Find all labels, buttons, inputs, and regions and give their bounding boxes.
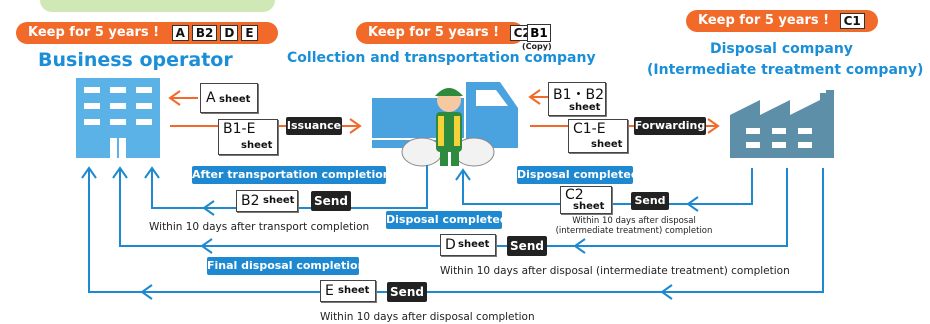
- forwarding-label: Forwarding: [634, 117, 706, 135]
- send-label-b2: Send: [311, 191, 351, 211]
- sheet-main: C2: [565, 187, 584, 203]
- sheet-b2: B2 sheet: [236, 190, 298, 212]
- sheet-sub: sheet: [458, 239, 490, 250]
- keep-box: E: [241, 24, 258, 41]
- note-b2: Within 10 days after transport completio…: [149, 221, 370, 233]
- note-c2-line2: (intermediate treatment) completion: [555, 226, 713, 236]
- sheet-main: D: [445, 237, 456, 253]
- operator-title: Business operator: [38, 49, 233, 71]
- event-disposal-completed-d: Disposal completed: [386, 211, 508, 229]
- keep-text: Keep for 5 years !: [698, 13, 830, 28]
- note-d: Within 10 days after disposal (intermedi…: [440, 265, 790, 277]
- keep-text: Keep for 5 years !: [368, 25, 500, 40]
- send-label-d: Send: [507, 236, 547, 256]
- sheet-sub: sheet: [569, 102, 601, 113]
- keep-box: A: [171, 24, 189, 41]
- send-label-c2: Send: [631, 192, 669, 210]
- keep-box: C1: [839, 12, 865, 29]
- sheet-main: B1・B2: [553, 87, 605, 103]
- sheet-main: E: [325, 283, 334, 299]
- keep-box: D: [220, 24, 239, 41]
- keep-label-disposal: Keep for 5 years ! C1: [686, 10, 878, 32]
- sheet-e: E sheet: [320, 280, 376, 302]
- event-disposal-completed-c2: Disposal completed: [517, 166, 639, 184]
- sheet-d: D sheet: [440, 234, 496, 256]
- event-final-disposal: Final disposal completion: [207, 257, 365, 275]
- keep-box-copy: B1: [527, 24, 551, 42]
- note-c2-line1: Within 10 days after disposal: [572, 216, 696, 226]
- sheet-b1e: B1-E sheet: [218, 119, 278, 155]
- collector-title: Collection and transportation company: [287, 50, 596, 66]
- header-tab: [40, 0, 275, 12]
- keep-text: Keep for 5 years !: [28, 25, 160, 40]
- keep-box: B2: [191, 24, 218, 41]
- sheet-c1e: C1-E sheet: [568, 119, 628, 153]
- sheet-c2: C2 sheet: [560, 186, 612, 214]
- sheet-sub: sheet: [219, 94, 251, 105]
- sheet-main: B1-E: [223, 121, 256, 137]
- sheet-sub: sheet: [338, 285, 370, 296]
- sheet-sub: sheet: [573, 201, 605, 212]
- sheet-sub: sheet: [241, 140, 273, 151]
- sheet-main: B2: [241, 193, 260, 209]
- send-label-e: Send: [387, 282, 427, 302]
- sheet-b1b2: B1・B2 sheet: [548, 82, 606, 116]
- factory-icon: [730, 90, 834, 158]
- sheet-a: A sheet: [200, 83, 258, 113]
- sheet-sub: sheet: [263, 195, 295, 206]
- sheet-main: C1-E: [573, 121, 606, 137]
- worker-icon: [401, 88, 495, 167]
- disposal-title-line2: (Intermediate treatment company): [647, 62, 924, 78]
- copy-note: (Copy): [522, 42, 552, 51]
- office-building-icon: [76, 78, 160, 158]
- note-e: Within 10 days after disposal completion: [320, 311, 535, 323]
- sheet-main: A: [206, 90, 216, 106]
- event-after-transport: After transportation completion: [192, 166, 391, 184]
- sheet-sub: sheet: [591, 139, 623, 150]
- disposal-title-line1: Disposal company: [710, 41, 853, 57]
- issuance-label: Issuance: [286, 117, 342, 135]
